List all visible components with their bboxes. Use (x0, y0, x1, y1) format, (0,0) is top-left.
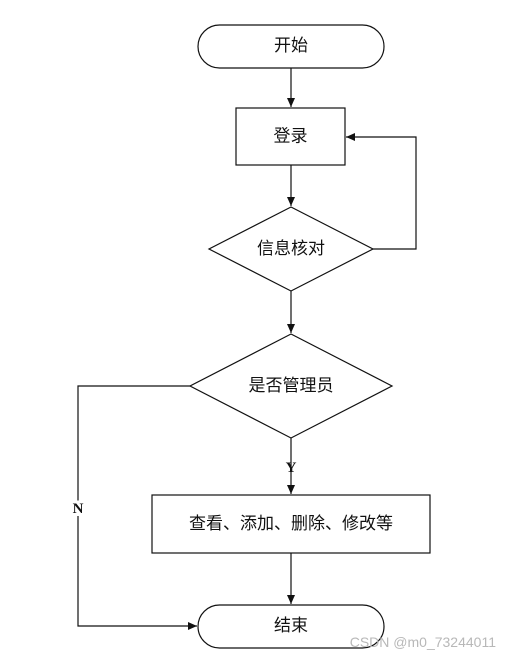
end-label: 结束 (274, 616, 308, 636)
is-admin-label: 是否管理员 (249, 376, 334, 396)
yes-label: Y (286, 460, 297, 476)
watermark: CSDN @m0_73244011 (349, 634, 496, 650)
no-label: N (73, 501, 84, 517)
login-node (235, 107, 346, 166)
edge-verify-login-loop (346, 133, 417, 250)
verify-label: 信息核对 (257, 239, 325, 259)
actions-node (151, 494, 431, 554)
end-node (197, 604, 385, 649)
actions-label: 查看、添加、删除、修改等 (189, 514, 393, 534)
login-label: 登录 (274, 127, 308, 147)
edge-isadmin-end-no (77, 385, 197, 630)
start-label: 开始 (274, 36, 308, 56)
